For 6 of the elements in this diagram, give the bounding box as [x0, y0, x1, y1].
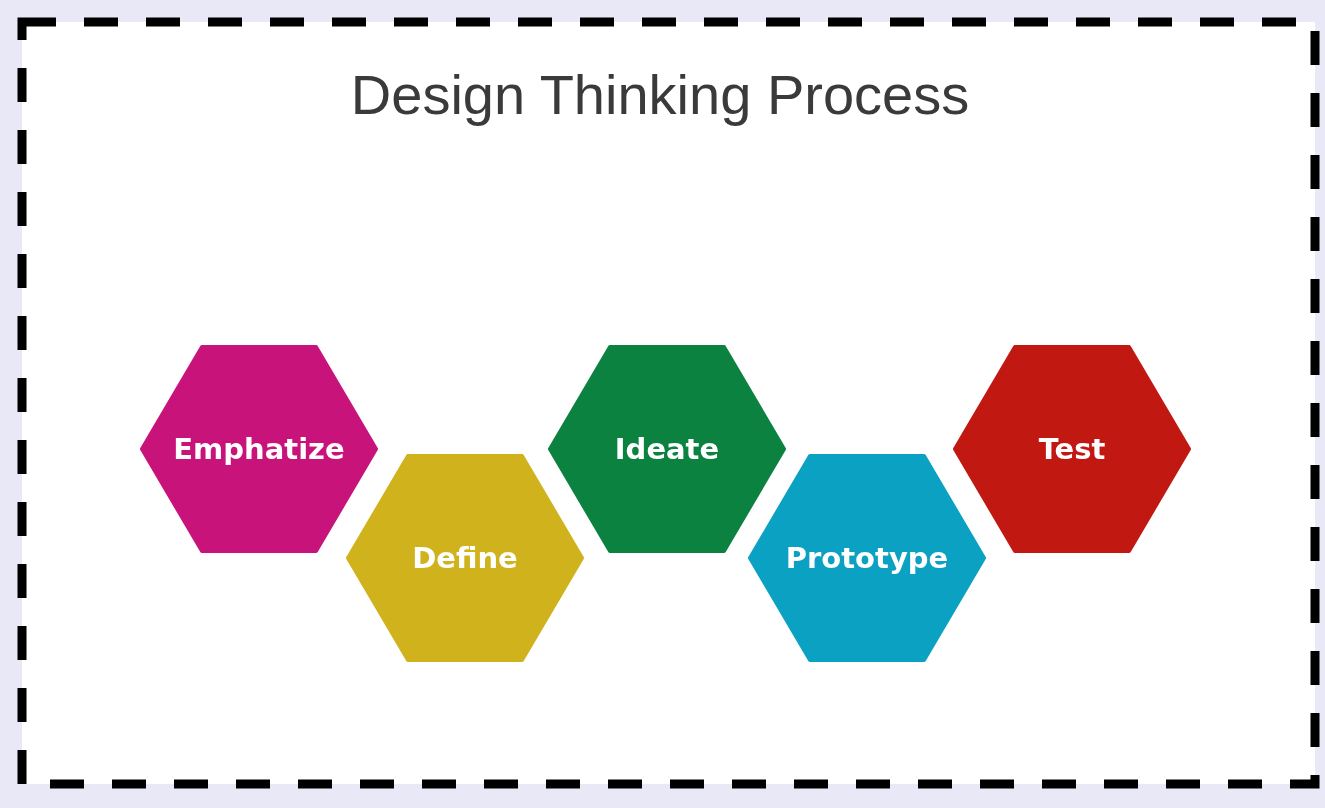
title: Design Thinking Process	[349, 62, 971, 128]
step-label: Test	[1037, 432, 1107, 466]
step-label: Prototype	[784, 541, 950, 575]
step-label: Emphatize	[172, 432, 346, 466]
step-label: Ideate	[613, 432, 721, 466]
step-label: Define	[411, 541, 519, 575]
